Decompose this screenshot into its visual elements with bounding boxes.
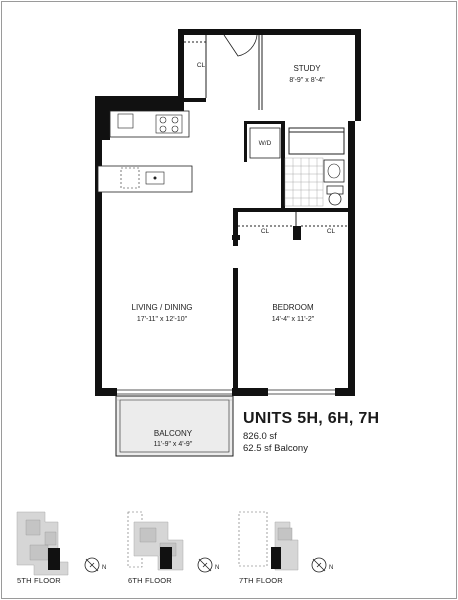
windows bbox=[117, 389, 335, 395]
study-label: STUDY bbox=[293, 64, 321, 73]
closet-label-right: CL bbox=[327, 228, 336, 235]
washer-dryer-label: W/D bbox=[259, 140, 272, 147]
unit-title: UNITS 5H, 6H, 7H bbox=[243, 410, 380, 427]
floor-label-7th: 7TH FLOOR bbox=[239, 576, 283, 585]
unit-balcony-area: 62.5 sf Balcony bbox=[243, 443, 308, 454]
compass-n-5th: N bbox=[102, 565, 107, 571]
washer-dryer bbox=[249, 127, 281, 159]
compass-n-6th: N bbox=[215, 565, 220, 571]
closet-label-left: CL bbox=[261, 228, 270, 235]
compass-icon-5th bbox=[84, 557, 100, 573]
compass-icon-7th bbox=[311, 557, 327, 573]
unit-area: 826.0 sf bbox=[243, 431, 277, 442]
floor-label-5th: 5TH FLOOR bbox=[17, 576, 61, 585]
key-plan-6th-floor bbox=[127, 511, 213, 573]
balcony-dims: 11'-9" x 4'-9" bbox=[154, 441, 193, 448]
kitchen bbox=[97, 110, 193, 193]
walls bbox=[95, 29, 361, 396]
study-dims: 8'-9" x 8'-4" bbox=[289, 77, 325, 84]
bedroom-label: BEDROOM bbox=[272, 303, 314, 312]
balcony-label: BALCONY bbox=[154, 429, 193, 438]
key-plan-7th-floor bbox=[238, 511, 327, 573]
compass-icon-6th bbox=[197, 557, 213, 573]
room-labels: STUDY 8'-9" x 8'-4" CL W/D CL CL LIVING … bbox=[132, 62, 336, 448]
floor-label-6th: 6TH FLOOR bbox=[128, 576, 172, 585]
interior-lines bbox=[184, 35, 348, 227]
entry-door-swing bbox=[223, 34, 258, 57]
key-plan-5th-floor bbox=[16, 511, 100, 576]
living-dims: 17'-11" x 12'-10" bbox=[137, 316, 188, 323]
bedroom-dims: 14'-4" x 11'-2" bbox=[272, 316, 315, 323]
compass-n-7th: N bbox=[329, 565, 334, 571]
living-label: LIVING / DINING bbox=[132, 303, 193, 312]
balcony bbox=[115, 395, 234, 457]
bathroom bbox=[284, 157, 345, 207]
closet-label-study: CL bbox=[197, 62, 206, 69]
